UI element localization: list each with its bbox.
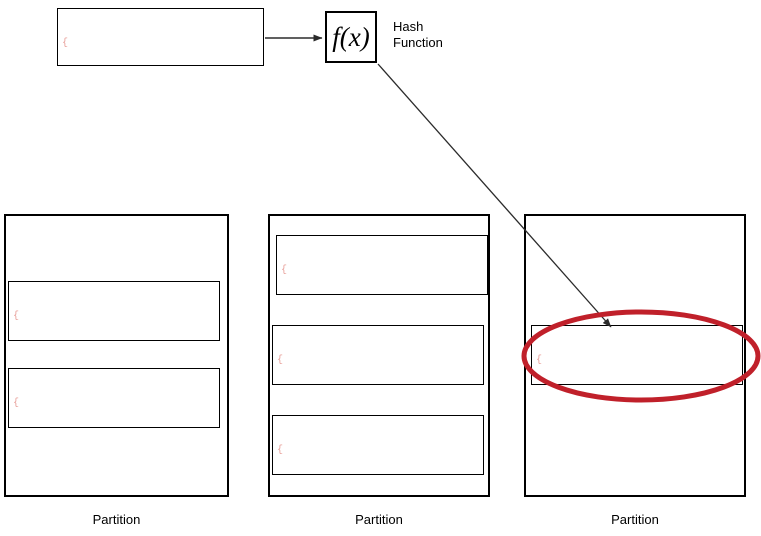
partition-label-2: Partition bbox=[355, 512, 403, 527]
record-box-turtle: { "AnimalType": "Turtle", <…other attrib… bbox=[272, 415, 484, 475]
hash-function-box: f(x) bbox=[325, 11, 377, 63]
record-box-lizard: { "AnimalType": "Lizard", <…other attrib… bbox=[8, 368, 220, 428]
record-open-brace: { bbox=[13, 398, 20, 409]
record-box-dog: { "AnimalType": "Dog", <…other attribute… bbox=[531, 325, 743, 385]
partition-1 bbox=[4, 214, 229, 497]
record-open-brace: { bbox=[281, 265, 288, 276]
record-open-brace: { bbox=[277, 445, 284, 456]
hash-function-symbol: f(x) bbox=[332, 21, 370, 52]
record-box-fish: { "AnimalType": "Fish", <…other attribut… bbox=[8, 281, 220, 341]
partition-label-1: Partition bbox=[92, 512, 141, 527]
record-open-brace: { bbox=[277, 355, 284, 366]
record-open-brace: { bbox=[536, 355, 543, 366]
source-open-brace: { bbox=[62, 38, 69, 49]
record-box-cat: { "AnimalType": "Cat", <…other attribute… bbox=[272, 325, 484, 385]
record-open-brace: { bbox=[13, 311, 20, 322]
source-record-box: { "AnimalType": "Dog", <…other attribute… bbox=[57, 8, 264, 66]
hash-function-label: Hash Function bbox=[393, 19, 443, 50]
partition-label-3: Partition bbox=[611, 512, 659, 527]
record-box-bird: { "AnimalType": "Bird", <…other attribut… bbox=[276, 235, 488, 295]
